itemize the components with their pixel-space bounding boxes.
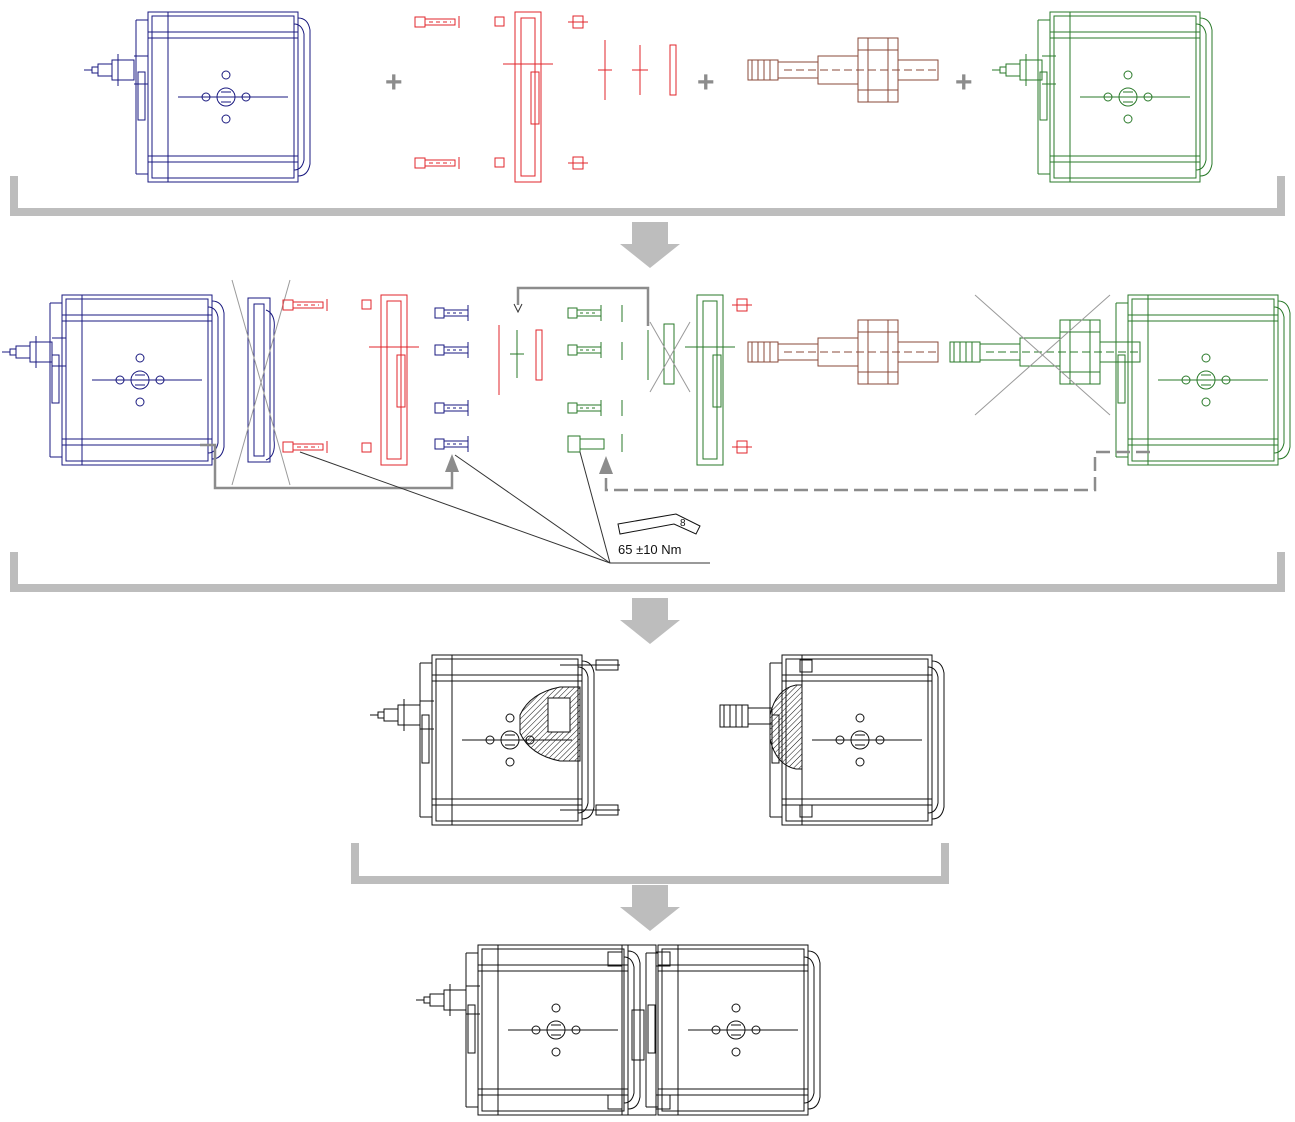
step-1-row: + + + [10, 11, 1285, 268]
torque-label: 65 ±10 Nm [618, 542, 682, 557]
plus-sign: + [697, 66, 715, 99]
step-2-row: 8 65 ±10 Nm [1, 279, 1291, 644]
step-3-bracket [351, 843, 949, 884]
drive-shaft [747, 37, 939, 103]
rear-pump-body [1115, 294, 1291, 466]
front-pump-section [369, 654, 620, 826]
step-3-row [351, 654, 949, 931]
arrow-head [513, 303, 523, 314]
flow-arrow [516, 286, 650, 326]
plus-sign: + [385, 66, 403, 99]
front-pump-body [83, 11, 311, 183]
allen-key-icon: 8 [617, 513, 701, 535]
rear-pump-section [719, 654, 945, 826]
down-arrow [620, 222, 680, 268]
through-bolt-kit [414, 11, 677, 183]
assembled-tandem-pump [415, 944, 821, 1116]
cross-out-mark [649, 321, 691, 393]
callout-leaders [299, 451, 710, 564]
rear-shaft-removed [949, 319, 1141, 385]
short-bolt-set-green [510, 294, 736, 466]
arrow-head [599, 456, 613, 474]
flow-arrow [200, 443, 454, 490]
step-4-row [415, 944, 821, 1116]
rear-pump-body [991, 11, 1213, 183]
flow-arrow [604, 450, 1150, 492]
cross-out-mark [974, 294, 1111, 416]
plus-sign: + [955, 66, 973, 99]
cross-out-mark [231, 279, 291, 486]
arrow-head [445, 454, 459, 472]
key-size-label: 8 [680, 518, 686, 529]
drive-shaft [747, 319, 939, 385]
step-1-bracket [10, 176, 1285, 216]
through-bolt-kit [282, 294, 753, 466]
front-pump-body [1, 294, 275, 466]
short-bolt-set-blue [434, 304, 469, 453]
down-arrow [620, 598, 680, 644]
step-2-bracket [10, 552, 1285, 592]
down-arrow [620, 885, 680, 931]
